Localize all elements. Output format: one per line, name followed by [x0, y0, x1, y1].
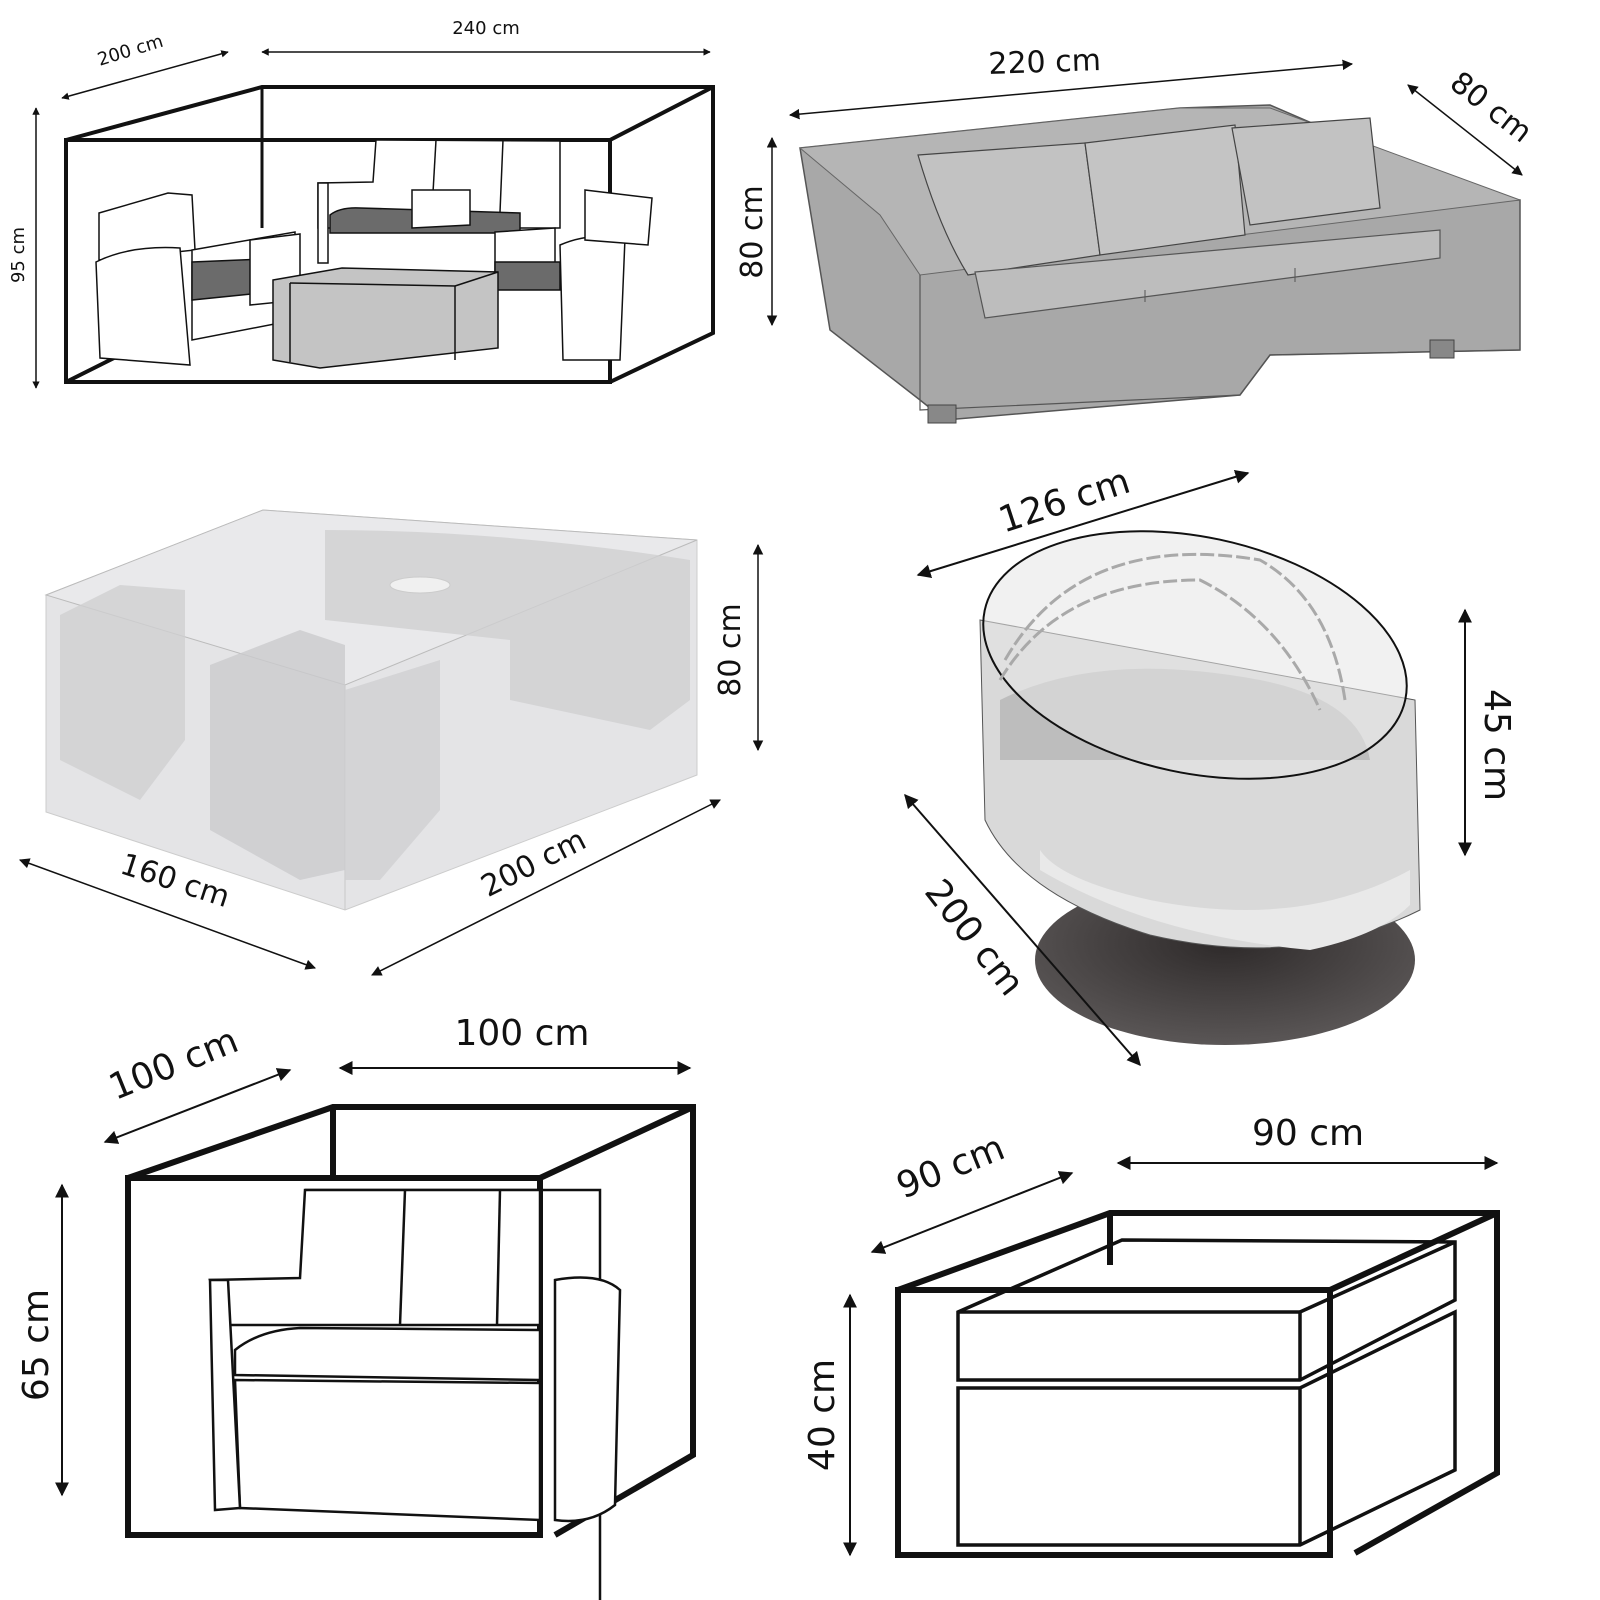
label-width: 90 cm [1252, 1113, 1364, 1154]
panel-armchair-cover: 100 cm 100 cm 65 cm [16, 1013, 696, 1600]
lounge-furniture [95, 139, 653, 369]
label-width: 100 cm [454, 1013, 589, 1054]
dimension-depth: 200 cm [61, 31, 229, 100]
sofa-cover-shape [798, 104, 1521, 424]
dimension-width: 100 cm [338, 1013, 692, 1075]
armchair-drawing [208, 1188, 622, 1600]
daybed-cover-shape [979, 530, 1421, 1045]
dimension-height: 95 cm [8, 107, 40, 389]
dimension-width: 90 cm [1116, 1113, 1499, 1170]
panel-footstool-cover: 90 cm 90 cm 40 cm [802, 1113, 1500, 1558]
dimension-width: 220 cm [788, 43, 1354, 120]
dimension-height: 65 cm [16, 1183, 69, 1497]
label-height: 65 cm [16, 1289, 57, 1401]
panel-lounge-set-cover: 240 cm 200 cm 95 cm [8, 18, 715, 389]
dining-cover-shape [44, 509, 698, 911]
footstool-drawing [956, 1238, 1457, 1547]
label-depth: 200 cm [916, 872, 1031, 1004]
panel-sofa-cover: 220 cm 80 cm 80 cm [735, 43, 1538, 424]
label-height: 40 cm [802, 1359, 843, 1471]
dimension-height: 40 cm [802, 1293, 857, 1557]
dimension-depth: 100 cm [103, 1020, 292, 1144]
dimension-width: 240 cm [261, 18, 711, 56]
label-depth: 200 cm [95, 31, 166, 71]
label-height: 80 cm [713, 603, 748, 696]
label-height: 45 cm [1476, 689, 1517, 801]
dimension-height: 80 cm [735, 136, 778, 327]
label-depth: 80 cm [1443, 65, 1538, 150]
label-height: 95 cm [8, 227, 29, 283]
dimension-depth: 80 cm [1407, 65, 1538, 176]
label-width: 220 cm [988, 43, 1102, 82]
panel-daybed-cover: 126 cm 200 cm 45 cm [904, 461, 1517, 1067]
panel-dining-set-cover: 200 cm 160 cm 80 cm [19, 509, 764, 976]
label-depth: 90 cm [891, 1127, 1010, 1207]
dimension-height: 45 cm [1458, 608, 1517, 857]
label-height: 80 cm [735, 185, 770, 278]
dimension-height: 80 cm [713, 543, 764, 752]
label-width: 240 cm [452, 18, 520, 39]
dimension-depth: 90 cm [870, 1127, 1074, 1254]
